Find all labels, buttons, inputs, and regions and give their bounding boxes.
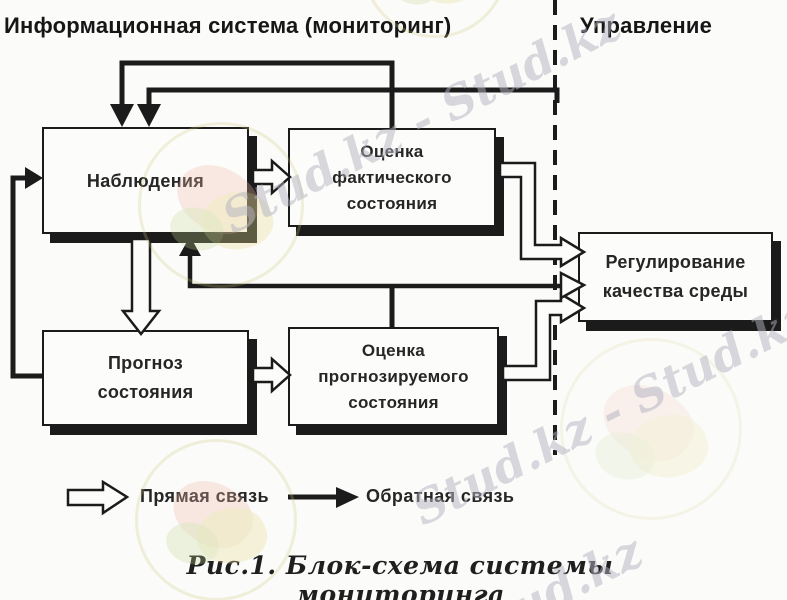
box-observations-label: Наблюдения xyxy=(86,170,205,191)
box-regulation-line1: Регулирование xyxy=(605,252,746,272)
direct-arrow-forecast-to-forecast-assessment xyxy=(251,356,292,394)
section-title-management: Управление xyxy=(580,13,713,38)
feedback-regulation-to-observations-line xyxy=(137,87,560,127)
figure-caption: Рис.1. Блок-схема системы мониторинга xyxy=(186,551,614,600)
box-observations: Наблюдения xyxy=(42,127,249,234)
legend-direct-label: Прямая связь xyxy=(140,486,269,506)
legend-feedback-label: Обратная связь xyxy=(366,486,515,506)
box-actual-state-assessment: Оценка фактического состояния xyxy=(288,128,496,227)
legend-feedback-arrow-icon xyxy=(288,487,359,508)
direct-arrow-observations-to-actual-assessment xyxy=(251,158,292,196)
feedback-arrowhead-down-icon xyxy=(137,104,161,127)
section-title-information-system: Информационная система (мониторинг) xyxy=(4,13,452,38)
box-forecast-assess-line1: Оценка xyxy=(361,340,426,360)
studkz-logo-watermark xyxy=(560,338,742,520)
feedback-arrowhead-up-icon xyxy=(179,236,201,256)
feedback-arrowhead-down-icon xyxy=(110,104,134,127)
feedback-forecast-to-observations-line xyxy=(10,167,43,379)
box-environment-quality-regulation: Регулирование качества среды xyxy=(578,232,773,322)
box-forecast-assess-line3: состояния xyxy=(348,392,439,412)
box-forecast-line2: состояния xyxy=(97,382,194,402)
direct-arrow-observations-to-forecast xyxy=(120,237,162,337)
box-forecast-line1: Прогноз xyxy=(107,353,184,373)
direct-arrow-forecast-assessment-to-regulation xyxy=(501,291,587,382)
feedback-actual-assessment-to-observations-line xyxy=(110,60,395,129)
box-actual-line2: фактического xyxy=(332,167,452,187)
direct-arrow-actual-assessment-to-regulation xyxy=(498,161,587,269)
feedback-forecast-assessment-to-observations-line xyxy=(179,236,561,328)
legend-direct-arrow-icon xyxy=(66,479,130,516)
box-actual-line3: состояния xyxy=(346,193,438,213)
box-regulation-line2: качества среды xyxy=(602,281,749,301)
box-forecast-assess-line2: прогнозируемого xyxy=(318,366,469,386)
box-actual-line1: Оценка xyxy=(360,141,424,161)
box-forecast-state-assessment: Оценка прогнозируемого состояния xyxy=(288,327,499,426)
feedback-arrowhead-right-icon xyxy=(25,167,43,189)
box-state-forecast: Прогноз состояния xyxy=(42,330,249,426)
